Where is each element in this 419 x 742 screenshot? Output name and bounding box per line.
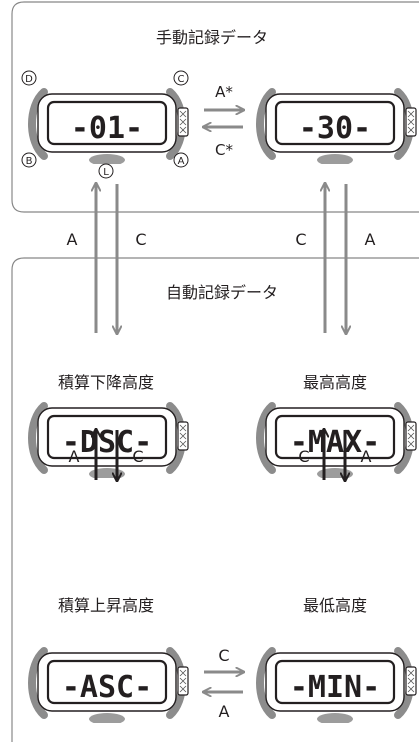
manual-section-frame bbox=[11, 1, 419, 213]
transition-label-right-up: C bbox=[295, 230, 306, 249]
transition-label-asc-to-min: C bbox=[218, 646, 229, 665]
watch-min: -MIN- bbox=[260, 651, 416, 725]
watch-dsc: -DSC- bbox=[32, 406, 188, 480]
svg-text:B: B bbox=[26, 156, 33, 167]
transition-label-max-min-down: A bbox=[361, 447, 372, 466]
watch-display-manual-last: -30- bbox=[299, 111, 371, 146]
button-marker-a: A bbox=[173, 152, 189, 168]
svg-text:L: L bbox=[103, 167, 109, 178]
button-marker-l: L bbox=[98, 163, 114, 179]
watch-display-max: -MAX- bbox=[290, 425, 380, 460]
watch-display-min: -MIN- bbox=[290, 670, 380, 705]
auto-section-frame bbox=[11, 257, 419, 742]
watch-display-dsc: -DSC- bbox=[62, 425, 152, 460]
manual-section-title: 手動記録データ bbox=[156, 28, 268, 47]
watch-asc: -ASC- bbox=[32, 651, 188, 725]
label-asc: 積算上昇高度 bbox=[58, 596, 154, 615]
transition-label-manual-right: A* bbox=[215, 83, 233, 101]
transition-label-dsc-asc-up: A bbox=[69, 447, 80, 466]
transition-label-manual-left: C* bbox=[215, 141, 233, 159]
svg-text:D: D bbox=[25, 74, 33, 85]
watch-manual-first: -01- bbox=[32, 92, 188, 166]
watch-manual-last: -30- bbox=[260, 92, 416, 166]
label-max: 最高高度 bbox=[303, 373, 367, 392]
transition-label-left-down: C bbox=[135, 230, 146, 249]
transition-label-dsc-asc-down: C bbox=[132, 447, 143, 466]
watch-display-asc: -ASC- bbox=[62, 670, 152, 705]
button-marker-b: B bbox=[21, 152, 37, 168]
svg-text:A: A bbox=[178, 156, 185, 167]
watch-max: -MAX- bbox=[260, 406, 416, 480]
transition-label-left-up: A bbox=[67, 230, 78, 249]
transition-label-max-min-up: C bbox=[298, 447, 309, 466]
svg-text:C: C bbox=[178, 74, 185, 85]
button-marker-c: C bbox=[173, 70, 189, 86]
watch-display-manual-first: -01- bbox=[71, 111, 143, 146]
transition-label-right-down: A bbox=[365, 230, 376, 249]
auto-section-title: 自動記録データ bbox=[166, 283, 278, 302]
button-marker-d: D bbox=[21, 70, 37, 86]
transition-label-min-to-asc: A bbox=[219, 702, 230, 721]
label-min: 最低高度 bbox=[303, 596, 367, 615]
label-dsc: 積算下降高度 bbox=[58, 373, 154, 392]
